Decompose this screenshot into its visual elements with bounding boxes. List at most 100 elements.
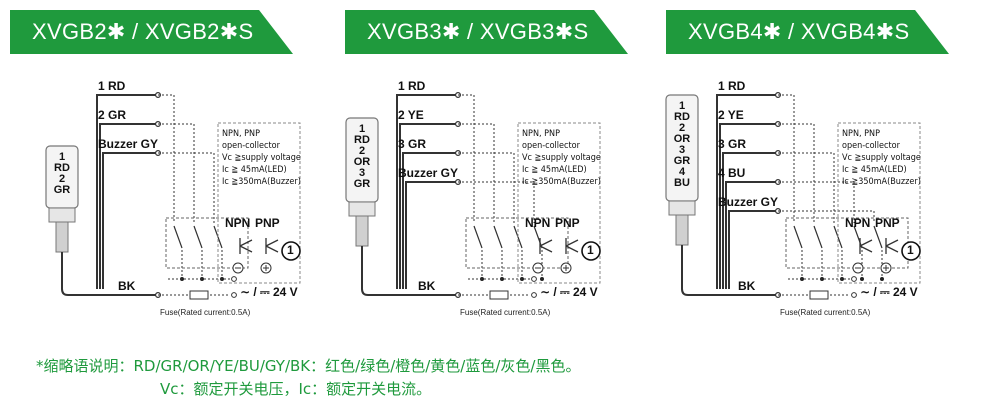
supply-terminal-bottom	[231, 292, 237, 298]
wire-1	[396, 94, 458, 289]
lamp-base	[668, 200, 696, 216]
lamp-stem	[675, 214, 689, 246]
bk-wire	[361, 246, 458, 296]
wire-2	[399, 123, 458, 289]
fuse-symbol	[189, 290, 209, 300]
supply-terminal-top	[231, 276, 237, 282]
spec-line-3: Vc ≧supply voltage	[222, 153, 301, 163]
lamp-base	[348, 201, 376, 217]
fuse-label: Fuse(Rated current:0.5A)	[780, 308, 871, 317]
pnp-transistor-icon	[565, 238, 579, 254]
spec-line-1: NPN, PNP	[842, 129, 880, 139]
wire-1	[96, 94, 158, 289]
npn-transistor-icon	[239, 238, 253, 254]
lamp-stem	[355, 215, 369, 247]
spec-line-2: open-collector	[842, 141, 900, 151]
wire-label-2: 2 YE	[398, 108, 424, 122]
junction-4	[540, 277, 544, 281]
signal-line-4	[458, 181, 535, 223]
lamp-label-3: 2	[678, 122, 686, 134]
wire-label-4: 4 BU	[718, 166, 746, 180]
fuse-symbol	[809, 290, 829, 300]
panel-2-title-banner: XVGB3✱ / XVGB3✱S	[345, 10, 628, 54]
lamp-label-3: 2	[358, 145, 366, 157]
lamp-label-2: RD	[54, 162, 70, 174]
lamp-label-1: 1	[58, 151, 66, 163]
lamp-label-5: 3	[358, 167, 366, 179]
wire-label-bk: BK	[738, 279, 756, 293]
spec-line-4: Ic ≧ 45mA(LED)	[842, 165, 907, 175]
spec-box	[837, 122, 921, 284]
wire-label-3: Buzzer GY	[98, 137, 159, 151]
switch-4	[533, 225, 543, 249]
wire-4	[725, 181, 778, 289]
wire-label-3: 3 GR	[718, 137, 747, 151]
lamp-label-6: GR	[353, 178, 371, 190]
panel-3-title: XVGB4✱ / XVGB4✱S	[688, 19, 910, 44]
wire-label-5: Buzzer GY	[718, 195, 779, 209]
supply-voltage: ∼ / ⎓ 24 V	[860, 285, 918, 299]
wire-label-bk: BK	[118, 279, 136, 293]
wire-3	[722, 152, 778, 289]
lamp-label-1: 1	[358, 123, 366, 135]
wire-label-bk: BK	[418, 279, 436, 293]
wire-3	[402, 152, 458, 289]
switch-2	[813, 225, 823, 249]
npn-label: NPN	[845, 216, 871, 230]
wire-label-3: 3 GR	[398, 137, 427, 151]
lamp-label-1: 1	[678, 100, 686, 112]
pnp-transistor-icon	[265, 238, 279, 254]
signal-line-2	[458, 123, 495, 223]
switch-box	[465, 217, 569, 269]
pnp-label: PNP	[875, 216, 900, 230]
wire-label-1: 1 RD	[398, 79, 426, 93]
wire-label-1: 1 RD	[718, 79, 746, 93]
lamp-base	[48, 207, 76, 223]
switch-2	[193, 225, 203, 249]
spec-line-1: NPN, PNP	[222, 129, 260, 139]
signal-line-4	[778, 181, 855, 223]
supply-terminal-top	[851, 276, 857, 282]
switch-1	[473, 225, 483, 249]
signal-line-3	[158, 152, 215, 223]
fuse-symbol	[489, 290, 509, 300]
lamp-label-5: 3	[678, 144, 686, 156]
signal-line-2	[778, 123, 815, 223]
pnp-plus-sign	[263, 265, 269, 271]
wire-2	[719, 123, 778, 289]
lamp-label-4: OR	[353, 156, 371, 168]
wire-4	[405, 181, 458, 289]
panel-3-title-banner: XVGB4✱ / XVGB4✱S	[666, 10, 949, 54]
wiring-lines	[665, 91, 921, 300]
pnp-label: PNP	[555, 216, 580, 230]
panel-2-title: XVGB3✱ / XVGB3✱S	[367, 19, 589, 44]
supply-terminal-bottom	[851, 292, 857, 298]
pnp-plus-sign	[883, 265, 889, 271]
spec-line-4: Ic ≧ 45mA(LED)	[522, 165, 587, 175]
switch-5	[873, 225, 883, 249]
wiring-lines	[345, 91, 601, 300]
switch-1	[793, 225, 803, 249]
pnp-label: PNP	[255, 216, 280, 230]
switch-4	[853, 225, 863, 249]
signal-line-2	[158, 123, 195, 223]
lamp-label-2: RD	[354, 134, 370, 146]
lamp-label-3: 2	[58, 173, 66, 185]
panel-1-title-banner: XVGB2✱ / XVGB2✱S	[10, 10, 293, 54]
npn-label: NPN	[225, 216, 251, 230]
spec-line-4: Ic ≧ 45mA(LED)	[222, 165, 287, 175]
wiring-lines	[45, 91, 301, 300]
spec-line-5: Ic ≧350mA(Buzzer)	[222, 177, 301, 187]
npn-transistor-icon	[539, 238, 553, 254]
wire-1	[716, 94, 778, 289]
signal-line-1	[458, 94, 475, 223]
spec-line-1: NPN, PNP	[522, 129, 560, 139]
spec-line-5: Ic ≧350mA(Buzzer)	[522, 177, 601, 187]
lamp-stem	[55, 221, 69, 253]
bk-wire	[681, 245, 778, 296]
spec-box	[517, 122, 601, 284]
signal-line-3	[778, 152, 835, 223]
spec-line-3: Vc ≧supply voltage	[522, 153, 601, 163]
